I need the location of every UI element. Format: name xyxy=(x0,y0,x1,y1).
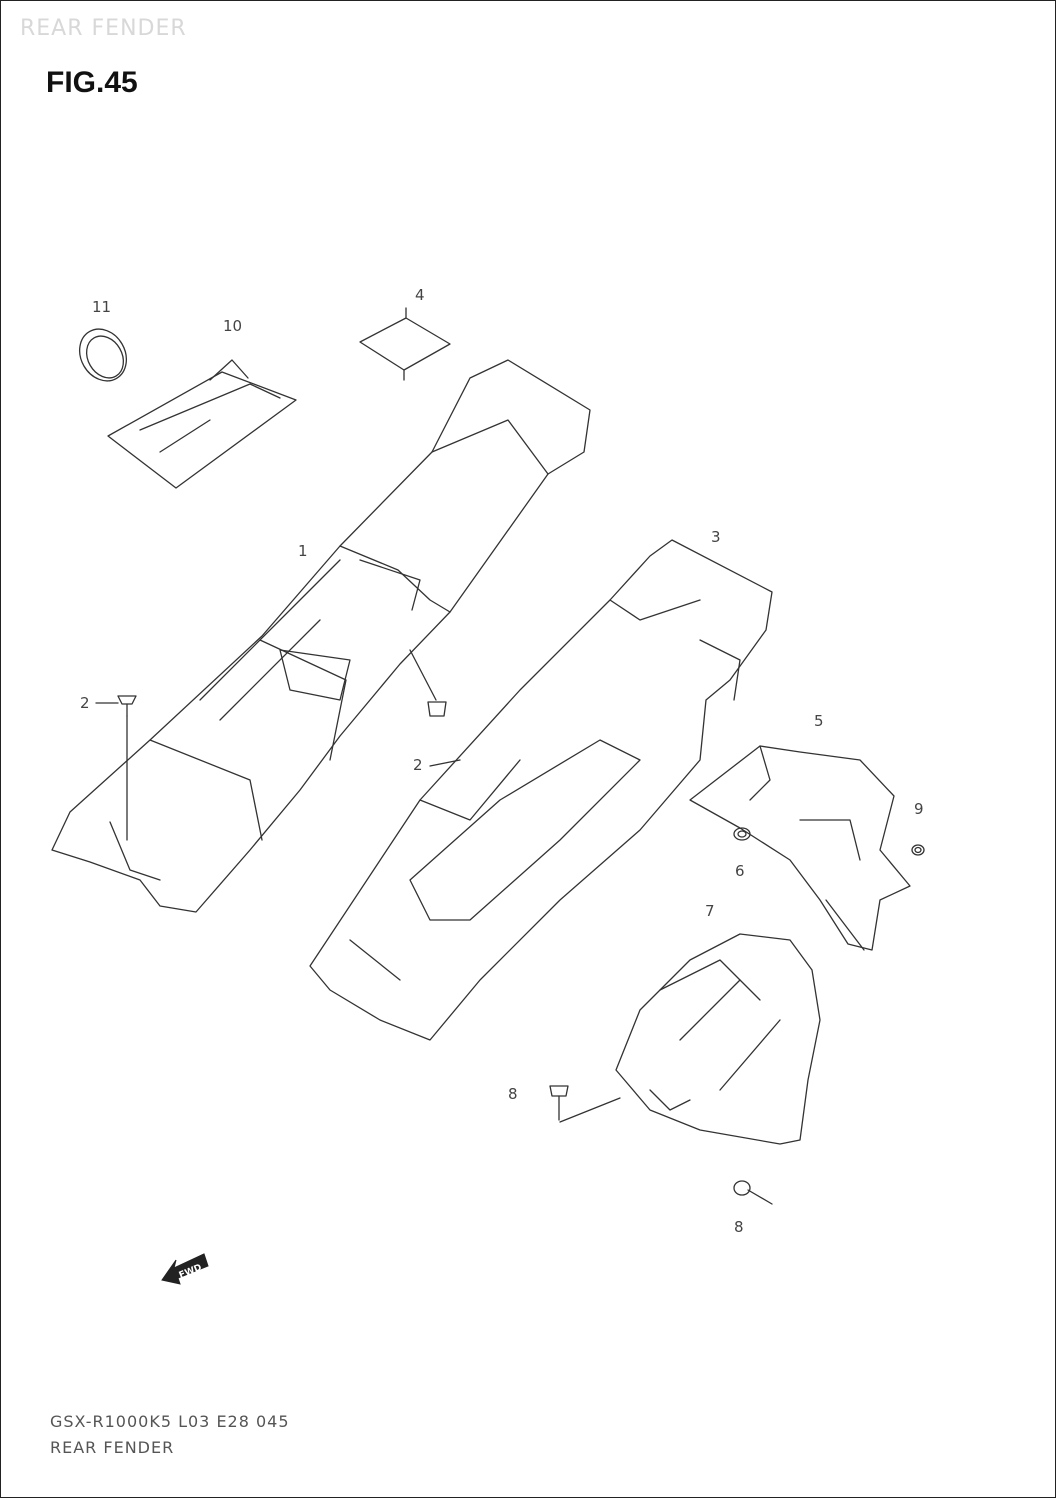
callout-8-upper: 8 xyxy=(508,1085,518,1103)
figure-title: FIG.45 xyxy=(46,66,138,99)
callout-8-lower: 8 xyxy=(734,1218,744,1236)
fwd-arrow-icon: FWD xyxy=(161,1253,209,1285)
callout-5: 5 xyxy=(814,712,824,730)
part-1-rear-fender-upper[interactable] xyxy=(51,359,591,913)
part-4-pad[interactable] xyxy=(359,307,451,381)
part-2-screw-left[interactable] xyxy=(95,695,137,841)
part-11-band[interactable] xyxy=(70,321,135,390)
footer-section-name: REAR FENDER xyxy=(50,1438,175,1457)
callout-6: 6 xyxy=(735,862,745,880)
callout-4: 4 xyxy=(415,286,425,304)
callout-11: 11 xyxy=(92,298,112,316)
header-watermark: REAR FENDER xyxy=(20,16,187,41)
part-8-screw-lower[interactable] xyxy=(733,1180,773,1205)
callout-3: 3 xyxy=(711,528,721,546)
part-10-tool-bag[interactable] xyxy=(107,359,297,489)
callout-10: 10 xyxy=(223,317,243,335)
part-9-nut[interactable] xyxy=(911,844,925,856)
callout-2-left: 2 xyxy=(80,694,90,712)
part-5-bracket[interactable] xyxy=(689,745,911,951)
footer-model-code: GSX-R1000K5 L03 E28 045 xyxy=(50,1412,290,1431)
part-8-screw-upper[interactable] xyxy=(549,1085,621,1123)
callout-2-center: 2 xyxy=(413,756,423,774)
callout-9: 9 xyxy=(914,800,924,818)
callout-7: 7 xyxy=(705,902,715,920)
part-3-rear-fender-lower[interactable] xyxy=(309,539,773,1041)
part-7-tail-cover[interactable] xyxy=(615,933,821,1145)
callout-1: 1 xyxy=(298,542,308,560)
part-2-screw-center[interactable] xyxy=(409,649,461,767)
part-6-nut[interactable] xyxy=(733,827,751,841)
